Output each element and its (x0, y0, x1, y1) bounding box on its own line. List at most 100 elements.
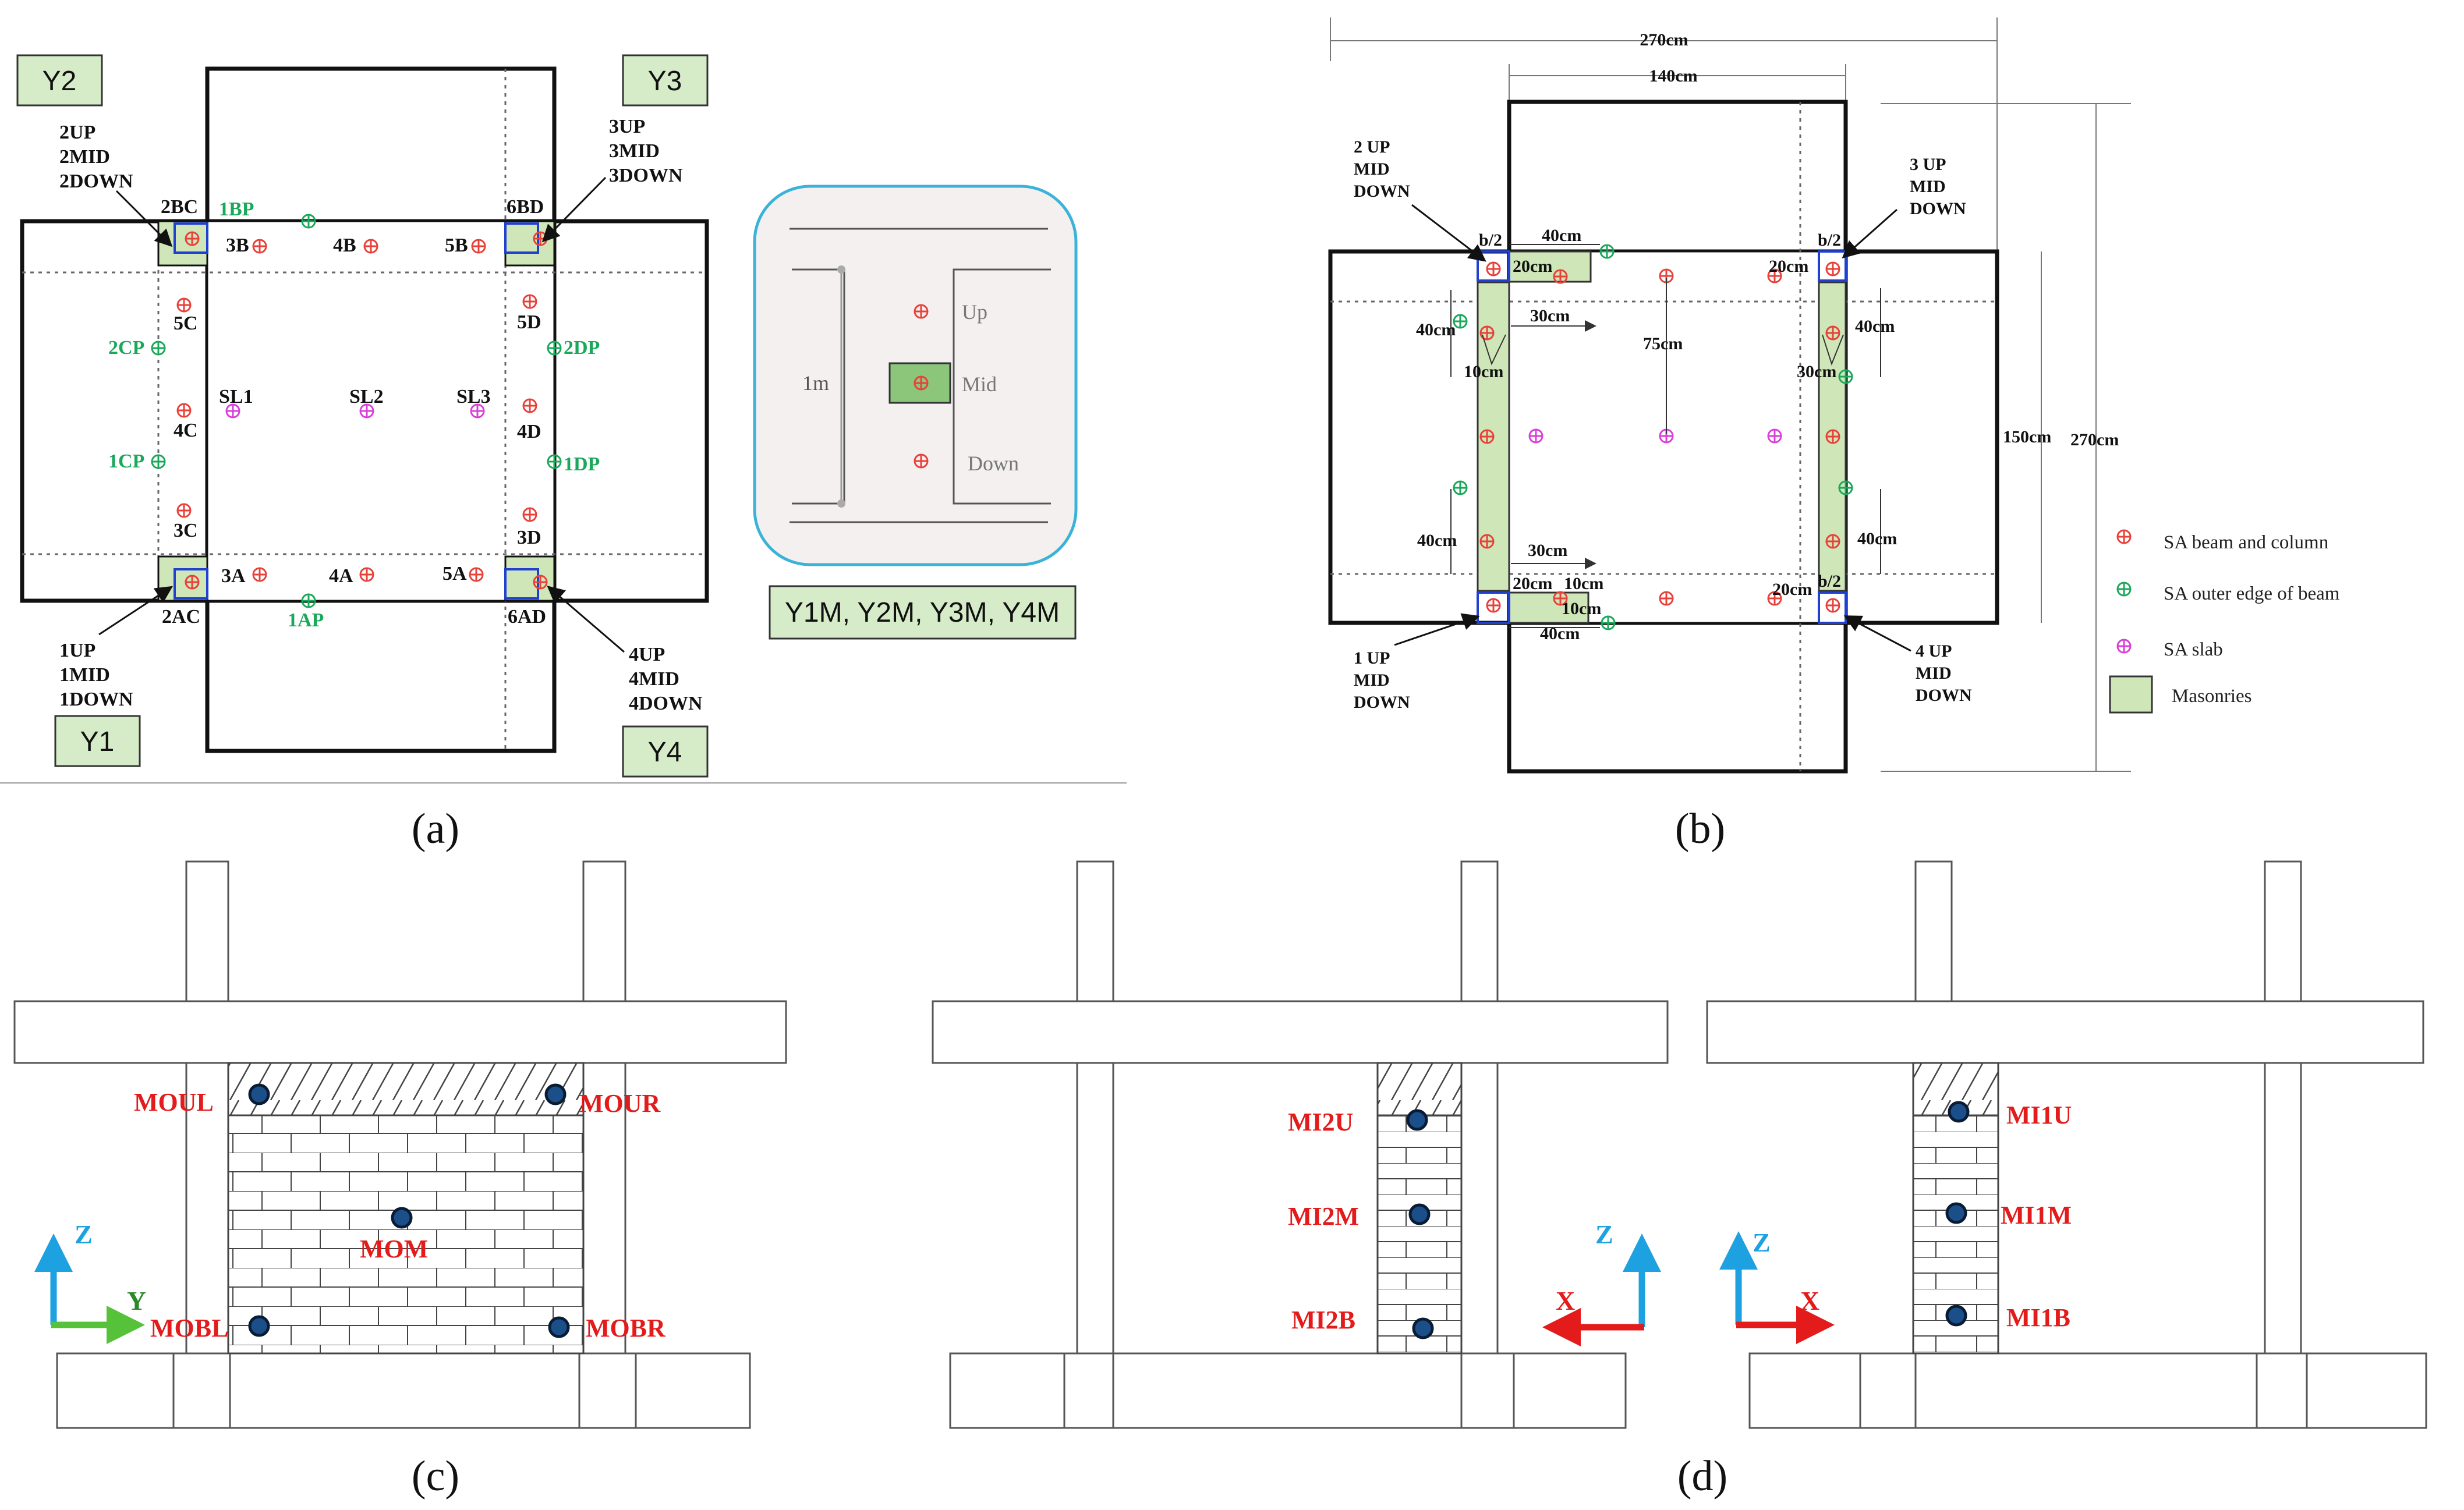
legend-sa-beam: SA beam and column (2164, 532, 2328, 553)
svg-text:X: X (1800, 1286, 1819, 1316)
label-4A: 4A (329, 565, 353, 587)
point-MI2U: MI2U (1288, 1108, 1353, 1136)
svg-text:20cm: 20cm (1513, 257, 1552, 276)
foundation-c (56, 1352, 751, 1429)
corner-4-stack: 4UP 4MID 4DOWN (547, 586, 703, 714)
svg-text:2UP: 2UP (59, 122, 95, 143)
masonry-wall-c (227, 1114, 585, 1355)
caption-b: (b) (1675, 805, 1725, 853)
svg-text:DOWN: DOWN (1354, 693, 1410, 712)
label-1AP: 1AP (288, 609, 324, 631)
label-3A: 3A (221, 565, 246, 587)
svg-text:3 UP: 3 UP (1910, 155, 1946, 174)
inset-caption: Y1M, Y2M, Y3M, Y4M (785, 597, 1060, 628)
inset-up-label: Up (962, 300, 987, 324)
label-5A: 5A (442, 563, 467, 584)
svg-text:MID: MID (1354, 671, 1390, 690)
column-6AD (504, 555, 555, 602)
svg-text:30cm: 30cm (1797, 362, 1836, 381)
legend-masonry: Masonries (2172, 686, 2251, 707)
corner-2-stack: 2UP 2MID 2DOWN (59, 122, 173, 247)
tag-y3-text: Y3 (648, 66, 682, 97)
foundation-d-right (1748, 1352, 2427, 1429)
axes-c: Z Y (34, 1220, 146, 1344)
masonry-bottom (1508, 591, 1589, 624)
corner-1-stack: 1UP 1MID 1DOWN (59, 586, 174, 710)
svg-text:40cm: 40cm (1855, 317, 1895, 336)
svg-text:b/2: b/2 (1818, 231, 1841, 250)
svg-text:3UP: 3UP (609, 116, 645, 137)
label-4B: 4B (333, 235, 356, 256)
inset-detail: 1m Up Mid Down (753, 185, 1078, 566)
point-MOUR: MOUR (579, 1089, 661, 1118)
panel-d: MI2U MI2M MI2B Z X MI1U MI1M MI1B Z X (932, 860, 2427, 1500)
tag-y4-text: Y4 (648, 737, 682, 768)
label-SL1: SL1 (219, 386, 253, 407)
svg-text:MID: MID (1916, 664, 1952, 683)
point-MOBL: MOBL (150, 1314, 228, 1342)
svg-text:MID: MID (1910, 177, 1946, 196)
legend-b: SA beam and column SA outer edge of beam… (2109, 529, 2340, 714)
svg-text:20cm: 20cm (1513, 574, 1552, 593)
label-2CP: 2CP (108, 337, 144, 359)
tag-y2-text: Y2 (43, 66, 77, 97)
caption-d: (d) (1677, 1452, 1727, 1500)
b-corner-2: 2 UP MID DOWN (1354, 137, 1486, 262)
svg-text:40cm: 40cm (1542, 226, 1581, 245)
masonry-top (1508, 250, 1592, 283)
tag-y2: Y2 (16, 54, 103, 107)
dim-150: 150cm (2003, 427, 2051, 446)
svg-text:Y: Y (127, 1286, 146, 1316)
b-corner-3: 3 UP MID DOWN (1842, 155, 1966, 258)
svg-text:40cm: 40cm (1417, 531, 1457, 550)
caption-a: (a) (412, 805, 459, 853)
svg-text:1DOWN: 1DOWN (59, 689, 133, 710)
svg-text:1UP: 1UP (59, 640, 95, 661)
svg-text:10cm: 10cm (1562, 599, 1601, 618)
column-6BD (504, 220, 555, 267)
svg-text:b/2: b/2 (1479, 231, 1502, 250)
label-3D: 3D (517, 527, 541, 548)
label-5B: 5B (445, 235, 468, 256)
label-5D: 5D (517, 311, 541, 333)
label-1CP: 1CP (108, 451, 144, 472)
svg-text:MID: MID (1354, 159, 1390, 179)
label-4C: 4C (174, 420, 198, 441)
svg-text:40cm: 40cm (1416, 320, 1456, 339)
beam-d-right (1706, 1000, 2424, 1064)
inset-height-label: 1m (802, 371, 829, 395)
dim-270-right: 270cm (2070, 430, 2119, 449)
tag-y1-text: Y1 (80, 726, 115, 757)
point-MOBR: MOBR (586, 1314, 666, 1342)
b-inner-dims: 40cm 20cm 20cm b/2 b/2 b/2 40cm 30cm 10c… (1416, 226, 1897, 643)
label-2AC: 2AC (162, 606, 200, 628)
svg-text:X: X (1556, 1286, 1575, 1316)
label-5C: 5C (174, 313, 198, 334)
svg-text:1 UP: 1 UP (1354, 648, 1390, 668)
axes-d-right: Z X (1719, 1228, 1835, 1344)
tag-y1: Y1 (54, 715, 141, 767)
point-MI2M: MI2M (1288, 1202, 1359, 1231)
svg-text:Z: Z (1753, 1228, 1771, 1257)
svg-text:Z: Z (75, 1220, 93, 1249)
column-2BC (157, 220, 208, 267)
masonry-wall-d-left (1376, 1114, 1463, 1355)
foundation-d-left (949, 1352, 1627, 1429)
legend-sa-edge: SA outer edge of beam (2164, 583, 2340, 604)
inset-down-label: Down (968, 452, 1019, 475)
svg-text:4 UP: 4 UP (1916, 641, 1952, 661)
point-MI2B: MI2B (1291, 1306, 1355, 1334)
inset-mid-label: Mid (962, 373, 997, 396)
svg-text:DOWN: DOWN (1916, 686, 1972, 705)
beam-d-left (932, 1000, 1669, 1064)
label-1DP: 1DP (564, 453, 600, 475)
tag-y4: Y4 (622, 725, 709, 778)
b-corner-4: 4 UP MID DOWN (1843, 615, 1972, 705)
svg-text:b/2: b/2 (1818, 572, 1841, 591)
svg-text:4MID: 4MID (629, 668, 679, 690)
label-2BC: 2BC (161, 196, 198, 218)
legend-sa-slab: SA slab (2164, 639, 2223, 660)
axes-d-left: Z X (1542, 1220, 1661, 1346)
